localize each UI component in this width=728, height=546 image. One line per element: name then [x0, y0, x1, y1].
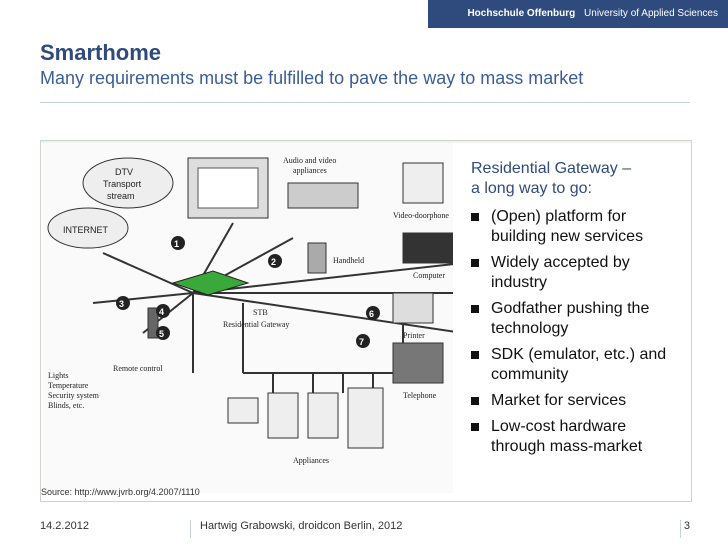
svg-text:Video-doorphone: Video-doorphone [393, 211, 449, 220]
bullet-square [471, 397, 479, 405]
stb-device [171, 270, 250, 296]
handheld [307, 242, 327, 274]
header-divider [40, 102, 690, 103]
footer-date: 14.2.2012 [40, 520, 89, 532]
video-doorphone [402, 162, 444, 204]
requirement-item: Godfather pushing the technology [471, 299, 681, 339]
internet-label: INTERNET [63, 225, 109, 235]
requirement-item: (Open) platform for building new service… [471, 207, 681, 247]
requirements-list: (Open) platform for building new service… [471, 207, 681, 457]
svg-text:Lights: Lights [48, 371, 68, 380]
svg-text:2: 2 [271, 257, 276, 267]
smarthome-diagram: DTV Transport stream INTERNET Audio and … [43, 143, 464, 493]
svg-text:Blinds, etc.: Blinds, etc. [48, 401, 84, 410]
printer [392, 292, 434, 324]
bullet-square [471, 423, 479, 431]
footer-separator [680, 520, 681, 538]
svg-text:3: 3 [119, 299, 124, 309]
slide-footer: 14.2.2012 Hartwig Grabowski, droidcon Be… [40, 520, 690, 540]
telephone [392, 342, 444, 384]
internet-cloud [47, 207, 129, 249]
microwave [227, 397, 259, 424]
washer [267, 392, 299, 439]
bullet-square [471, 259, 479, 267]
slide-subtitle: Many requirements must be fulfilled to p… [40, 68, 584, 88]
gateway-requirements: Residential Gateway – a long way to go: … [471, 159, 681, 463]
footer-separator [190, 520, 191, 538]
svg-text:4: 4 [159, 307, 164, 317]
svg-text:Handheld: Handheld [333, 256, 364, 265]
figure-source: Source: http://www.jvrb.org/4.2007/1110 [41, 487, 200, 497]
dtv-cloud [82, 157, 174, 209]
requirement-item: Widely accepted by industry [471, 253, 681, 293]
dtv-label: DTV [115, 167, 133, 177]
institution-name: Hochschule Offenburg [467, 8, 576, 19]
page-number: 3 [683, 520, 690, 532]
svg-text:Security system: Security system [48, 391, 100, 400]
svg-text:7: 7 [359, 337, 364, 347]
requirement-item: SDK (emulator, etc.) and community [471, 345, 681, 385]
institution-brand: Hochschule Offenburg University of Appli… [428, 0, 728, 28]
svg-text:Appliances: Appliances [293, 456, 329, 465]
footer-author: Hartwig Grabowski, droidcon Berlin, 2012 [200, 520, 403, 532]
content-frame: DTV Transport stream INTERNET Audio and … [40, 140, 692, 502]
svg-text:Remote control: Remote control [113, 364, 163, 373]
heading-line-1: Residential Gateway – [471, 160, 632, 177]
fridge [347, 387, 384, 449]
av-appliances [287, 182, 359, 209]
requirement-item: Low-cost hardware through mass-market [471, 417, 681, 457]
svg-text:STB: STB [253, 308, 268, 317]
svg-text:6: 6 [369, 309, 374, 319]
requirements-heading: Residential Gateway – a long way to go: [471, 159, 681, 199]
dishwasher [307, 392, 339, 439]
svg-text:Printer: Printer [403, 331, 425, 340]
svg-text:Temperature: Temperature [48, 381, 89, 390]
diagram-step-numbers: 1 2 3 4 5 6 7 [116, 236, 380, 348]
institution-tagline: University of Applied Sciences [584, 8, 718, 19]
svg-text:Audio and video: Audio and video [283, 156, 336, 165]
remote-control [147, 307, 159, 339]
svg-text:5: 5 [159, 329, 164, 339]
svg-text:appliances: appliances [293, 166, 327, 175]
slide-title: Smarthome [40, 40, 162, 65]
bullet-square [471, 213, 479, 221]
top-bar: Hochschule Offenburg University of Appli… [0, 0, 728, 28]
bullet-square [471, 351, 479, 359]
svg-text:1: 1 [174, 239, 179, 249]
diagram-svg: DTV Transport stream INTERNET Audio and … [47, 156, 464, 465]
svg-text:Residential Gateway: Residential Gateway [223, 320, 289, 329]
bullet-square [471, 305, 479, 313]
requirement-item: Market for services [471, 391, 681, 411]
svg-text:stream: stream [107, 191, 135, 201]
heading-line-2: a long way to go: [471, 180, 592, 197]
computer [402, 232, 454, 264]
svg-text:Transport: Transport [103, 179, 142, 189]
svg-text:Telephone: Telephone [403, 391, 437, 400]
svg-text:Computer: Computer [413, 271, 445, 280]
